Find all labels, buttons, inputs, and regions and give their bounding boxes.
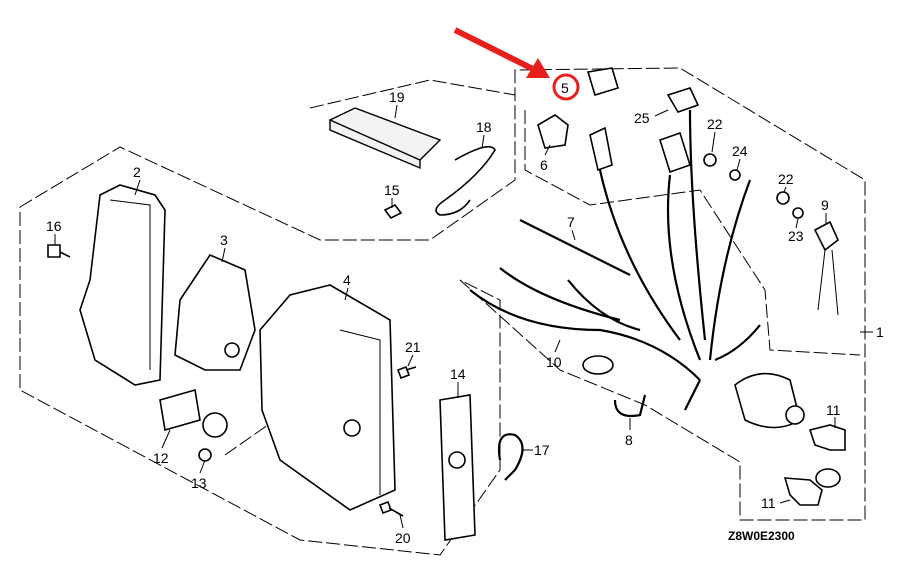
callout-22b: 22 (778, 171, 794, 187)
group-outline-main (19, 67, 866, 556)
callout-19: 19 (389, 89, 405, 105)
callout-14: 14 (450, 366, 466, 382)
key-11a (808, 424, 846, 451)
cable-tie-18 (435, 145, 496, 216)
switch-12 (159, 388, 201, 432)
cover-2 (79, 184, 166, 386)
callout-3: 3 (220, 232, 228, 248)
callout-18: 18 (476, 119, 492, 135)
screw-20 (378, 500, 404, 517)
washer-23 (792, 207, 804, 219)
cable-7 (519, 219, 631, 276)
callout-9: 9 (821, 197, 829, 213)
callout-11b: 11 (761, 495, 776, 511)
callout-8: 8 (625, 432, 633, 448)
fuse-holder-25 (666, 87, 700, 113)
grommet (582, 355, 614, 375)
nut-22a (703, 153, 717, 167)
group-outline-harness (524, 110, 861, 356)
callout-20: 20 (395, 530, 411, 546)
highlight-circle (552, 73, 580, 101)
nut-22b (776, 191, 790, 205)
clip-17 (497, 433, 524, 481)
key-11b (783, 477, 823, 506)
callout-6: 6 (540, 157, 548, 173)
callout-24: 24 (732, 143, 748, 159)
callout-1: 1 (876, 324, 884, 340)
sensor-9 (813, 220, 839, 252)
connector-13 (202, 412, 228, 438)
foam-pad-19 (328, 107, 442, 170)
clamp-8 (613, 394, 647, 418)
callout-16: 16 (46, 218, 62, 234)
leader-lines (54, 104, 873, 529)
boot-6 (537, 114, 569, 149)
bolt-16 (47, 244, 71, 258)
diagram-code: Z8W0E2300 (728, 529, 795, 543)
callout-11a: 11 (826, 402, 841, 418)
callout-22a: 22 (707, 116, 723, 132)
callout-4: 4 (343, 272, 351, 288)
wire-harness-10 (469, 109, 761, 411)
bolt-15 (383, 203, 403, 220)
callout-15: 15 (384, 182, 400, 198)
callout-10: 10 (546, 354, 562, 370)
washer-24 (729, 169, 741, 181)
highlight-arrow (453, 27, 550, 78)
callout-17: 17 (534, 442, 550, 458)
control-box-4 (259, 284, 396, 511)
callout-21: 21 (405, 339, 421, 355)
screw-21 (396, 365, 417, 380)
callout-7: 7 (567, 214, 575, 230)
callout-25: 25 (634, 110, 650, 126)
callout-5: 5 (561, 80, 569, 96)
bracket-3 (174, 254, 256, 371)
callout-2: 2 (133, 164, 141, 180)
callout-23: 23 (788, 228, 804, 244)
group-outline-top (309, 79, 516, 109)
callout-13: 13 (191, 475, 207, 491)
relay-5 (586, 67, 619, 96)
callout-12: 12 (153, 450, 169, 466)
